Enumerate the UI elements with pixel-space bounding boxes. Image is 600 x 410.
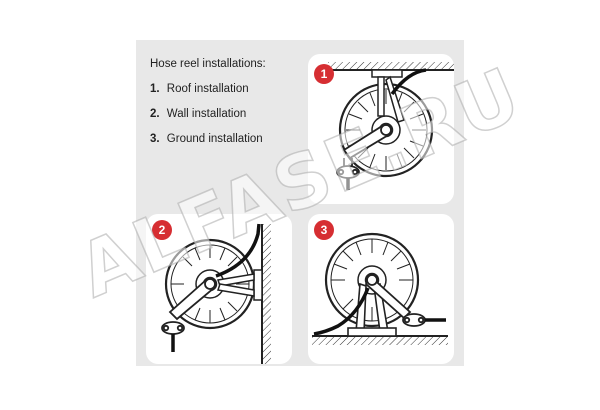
wall-reel-illustration: [161, 223, 271, 364]
swing-arm: [342, 124, 392, 160]
swing-arm: [168, 278, 216, 321]
hose: [390, 68, 427, 96]
hose: [215, 223, 261, 278]
roof-reel-illustration: [328, 62, 454, 190]
panel-number-badge: 1: [314, 64, 334, 84]
ground-reel-illustration: [312, 232, 448, 345]
ceiling-surface: [328, 62, 454, 71]
legend-title: Hose reel installations:: [150, 58, 266, 70]
legend-item-number: 2.: [150, 108, 160, 120]
panel-wall-installation: 2: [146, 214, 292, 364]
legend-item-roof: 1. Roof installation: [150, 83, 300, 95]
panel-number-badge: 3: [314, 220, 334, 240]
legend-item-number: 3.: [150, 133, 160, 145]
hose-guide: [336, 158, 360, 190]
installation-legend: Hose reel installations: 1. Roof install…: [150, 58, 300, 158]
roof-bracket: [371, 69, 405, 123]
wall-surface: [261, 224, 271, 364]
ground-surface: [312, 335, 448, 345]
legend-item-label: Ground installation: [166, 133, 263, 145]
wall-bracket: [217, 269, 263, 301]
panel-ground-installation: 3: [308, 214, 454, 364]
legend-item-label: Roof installation: [166, 83, 249, 95]
panel-number-badge: 2: [152, 220, 172, 240]
legend-item-ground: 3. Ground installation: [150, 133, 300, 145]
legend-item-wall: 2. Wall installation: [150, 108, 300, 120]
hose-guide: [402, 313, 446, 327]
legend-item-label: Wall installation: [166, 108, 247, 120]
hose: [313, 287, 370, 336]
panel-roof-installation: 1: [308, 54, 454, 204]
legend-item-number: 1.: [150, 83, 160, 95]
hose-guide: [161, 321, 185, 352]
